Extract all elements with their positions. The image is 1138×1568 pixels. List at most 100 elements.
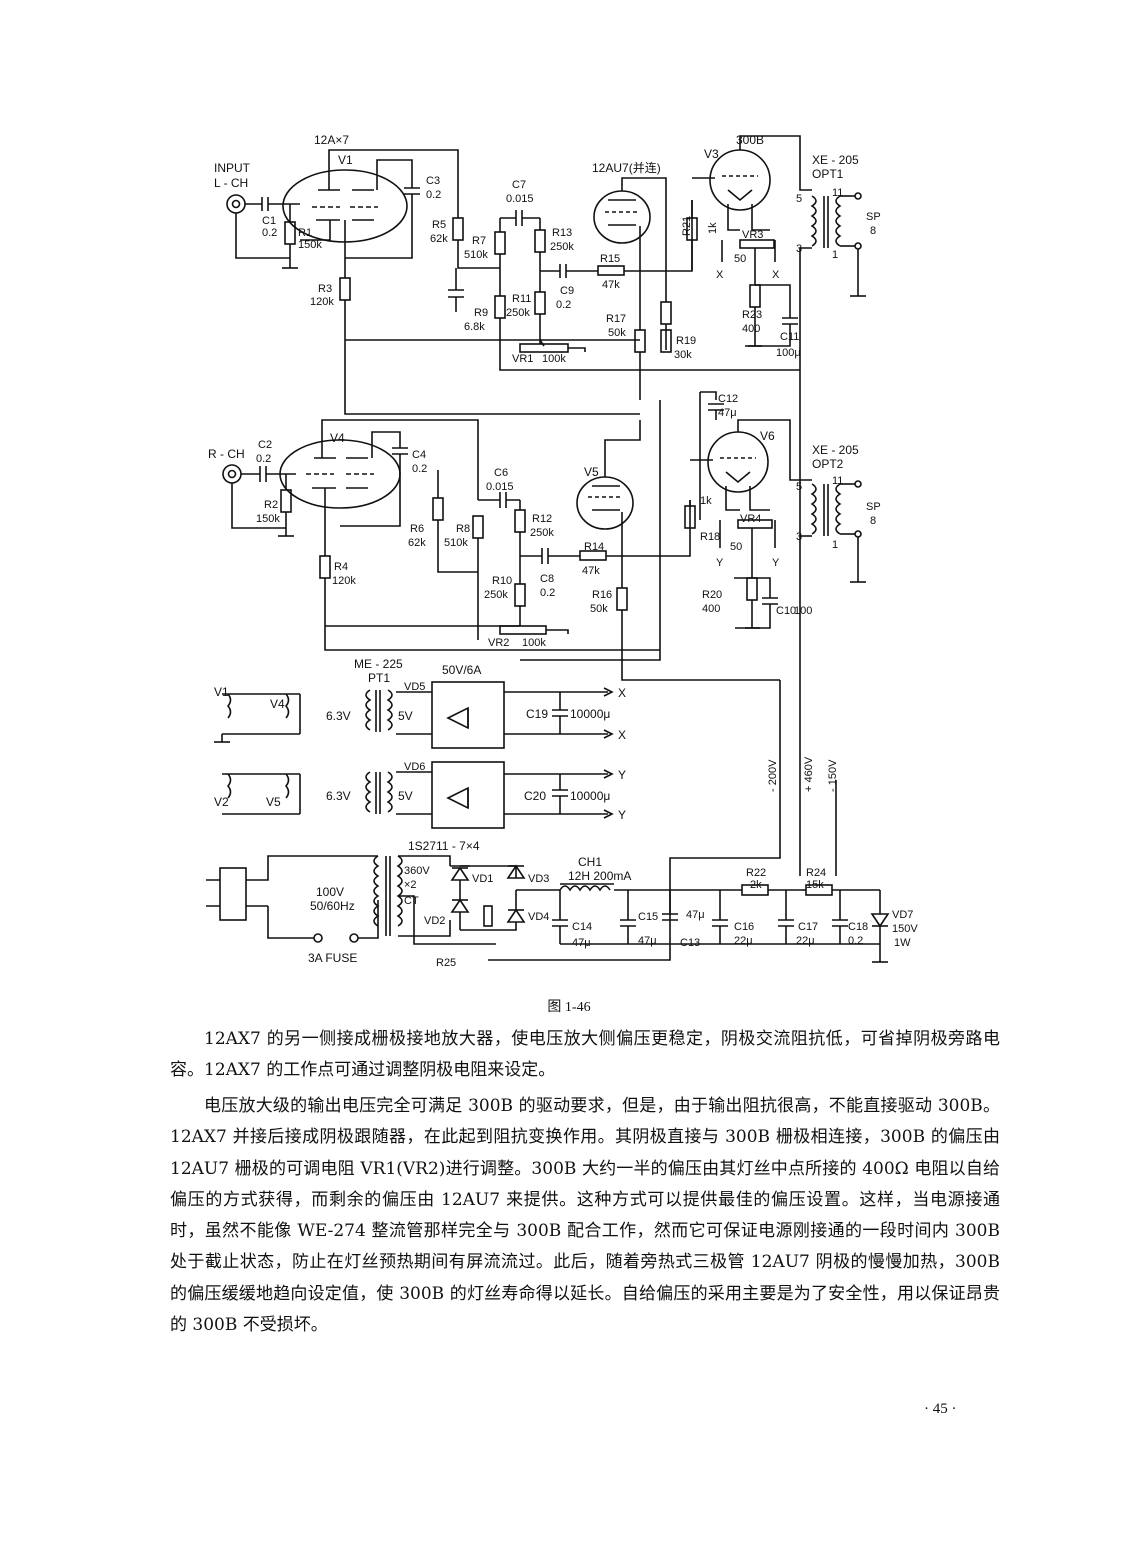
- label-sp2: SP: [866, 501, 881, 513]
- label-c16: C16: [734, 921, 754, 933]
- label-vd4: VD4: [528, 911, 549, 923]
- label-pin11b: 11: [832, 475, 843, 487]
- label-c3: C3: [426, 175, 440, 187]
- label-heater-63a: 6.3V: [326, 709, 351, 723]
- label-r7: R7: [472, 235, 486, 247]
- label-r13: R13: [552, 227, 572, 239]
- label-ac-hz: 50/60Hz: [310, 899, 355, 913]
- label-r15v: 47k: [602, 279, 620, 291]
- paragraph-1: 12AX7 的另一侧接成栅极接地放大器，使电压放大侧偏压更稳定，阴极交流阻抗低，…: [170, 1029, 1000, 1081]
- label-c19v: 10000μ: [570, 707, 610, 721]
- label-sec-x2: ×2: [404, 879, 417, 891]
- label-r3v: 120k: [310, 296, 334, 308]
- label-fuse: 3A FUSE: [308, 951, 357, 965]
- label-r19: R19: [676, 335, 696, 347]
- label-c17: C17: [798, 921, 818, 933]
- label-heater-63b: 6.3V: [326, 789, 351, 803]
- label-opt1-1: XE - 205: [812, 153, 859, 167]
- label-ch1: CH1: [578, 855, 602, 869]
- label-r25: R25: [436, 957, 456, 969]
- label-x-out1: X: [618, 686, 626, 700]
- label-y1: Y: [716, 557, 724, 569]
- label-c10v: 100: [794, 605, 812, 617]
- label-c17v: 22μ: [796, 935, 815, 947]
- label-r6v: 62k: [408, 537, 426, 549]
- label-r10v: 250k: [484, 589, 508, 601]
- label-r8v: 510k: [444, 537, 468, 549]
- label-c10: C10: [776, 605, 796, 617]
- label-r14: R14: [584, 541, 604, 553]
- label-v3: V3: [704, 147, 719, 161]
- label-r9v: 6.8k: [464, 321, 485, 333]
- label-heater-5b: 5V: [398, 789, 413, 803]
- label-heater-v2: V2: [214, 795, 229, 809]
- label-v5: V5: [584, 465, 599, 479]
- label-vr4: VR4: [740, 513, 761, 525]
- label-r23v: 400: [742, 323, 760, 335]
- label-r23: R23: [742, 309, 762, 321]
- label-r12: R12: [532, 513, 552, 525]
- label-vr1: VR1: [512, 353, 533, 365]
- label-pin1b: 1: [832, 539, 838, 551]
- label-c19: C19: [526, 707, 548, 721]
- tube-v5: [576, 476, 634, 530]
- circuit-schematic: 12A×7 V1 INPUT L - CH C1 0.2 R1 150k C3 …: [206, 133, 918, 969]
- label-pin5b: 5: [796, 481, 802, 493]
- label-c6v: 0.015: [486, 481, 514, 493]
- label-c20: C20: [524, 789, 546, 803]
- label-r5: R5: [432, 219, 446, 231]
- label-opt2-1: XE - 205: [812, 443, 859, 457]
- label-c1: C1: [262, 215, 276, 227]
- label-c8: C8: [540, 573, 554, 585]
- label-r18: R18: [700, 531, 720, 543]
- label-input-l2: L - CH: [214, 176, 248, 190]
- label-r2: R2: [264, 499, 278, 511]
- label-r22v: 2k: [750, 879, 762, 891]
- label-v2-type: 12AU7(并连): [592, 160, 661, 175]
- label-sp1-8: 8: [870, 225, 876, 237]
- label-c2v: 0.2: [256, 453, 271, 465]
- label-vd5: VD5: [404, 681, 425, 693]
- label-pin3b: 3: [796, 531, 802, 543]
- label-r3: R3: [318, 283, 332, 295]
- label-r4: R4: [334, 561, 348, 573]
- label-c15v: 47μ: [638, 935, 657, 947]
- label-c2: C2: [258, 439, 272, 451]
- label-vd7p: 1W: [894, 937, 911, 949]
- label-input-r: R - CH: [208, 447, 245, 461]
- label-vr1v: 100k: [542, 353, 566, 365]
- label-vr2v: 100k: [522, 637, 546, 649]
- label-c12: C12: [718, 393, 738, 405]
- tube-v4: [279, 439, 401, 509]
- label-c12v: 47μ: [718, 407, 737, 419]
- label-v460: + 460V: [803, 756, 815, 792]
- label-v150: - 150V: [827, 759, 839, 792]
- label-r13v: 250k: [550, 241, 574, 253]
- label-pt1-2: PT1: [368, 671, 390, 685]
- label-vd6: VD6: [404, 761, 425, 773]
- label-c13: C13: [680, 937, 700, 949]
- label-sec-v: 360V: [404, 865, 430, 877]
- label-opt2-2: OPT2: [812, 457, 844, 471]
- transformer-pt1: [365, 689, 372, 731]
- label-r11: R11: [512, 293, 531, 305]
- page-number: · 45 ·: [924, 1401, 957, 1417]
- label-c1v: 0.2: [262, 227, 277, 239]
- label-vd7: VD7: [892, 909, 913, 921]
- label-c11: C11: [780, 331, 799, 343]
- label-x-out2: X: [618, 728, 626, 742]
- label-v1-type: 12A×7: [314, 133, 349, 147]
- label-r1v: 150k: [298, 239, 322, 251]
- label-c3v: 0.2: [426, 189, 441, 201]
- label-c15: C15: [638, 911, 658, 923]
- label-r24v: 15k: [806, 879, 824, 891]
- label-r24: R24: [806, 867, 826, 879]
- label-r14v: 47k: [582, 565, 600, 577]
- label-r10: R10: [492, 575, 512, 587]
- label-r22: R22: [746, 867, 766, 879]
- figure-caption: 图 1-46: [547, 1000, 591, 1015]
- label-v4: V4: [330, 431, 345, 445]
- label-vd2: VD2: [424, 915, 445, 927]
- label-r20: R20: [702, 589, 722, 601]
- label-r1: R1: [298, 227, 312, 239]
